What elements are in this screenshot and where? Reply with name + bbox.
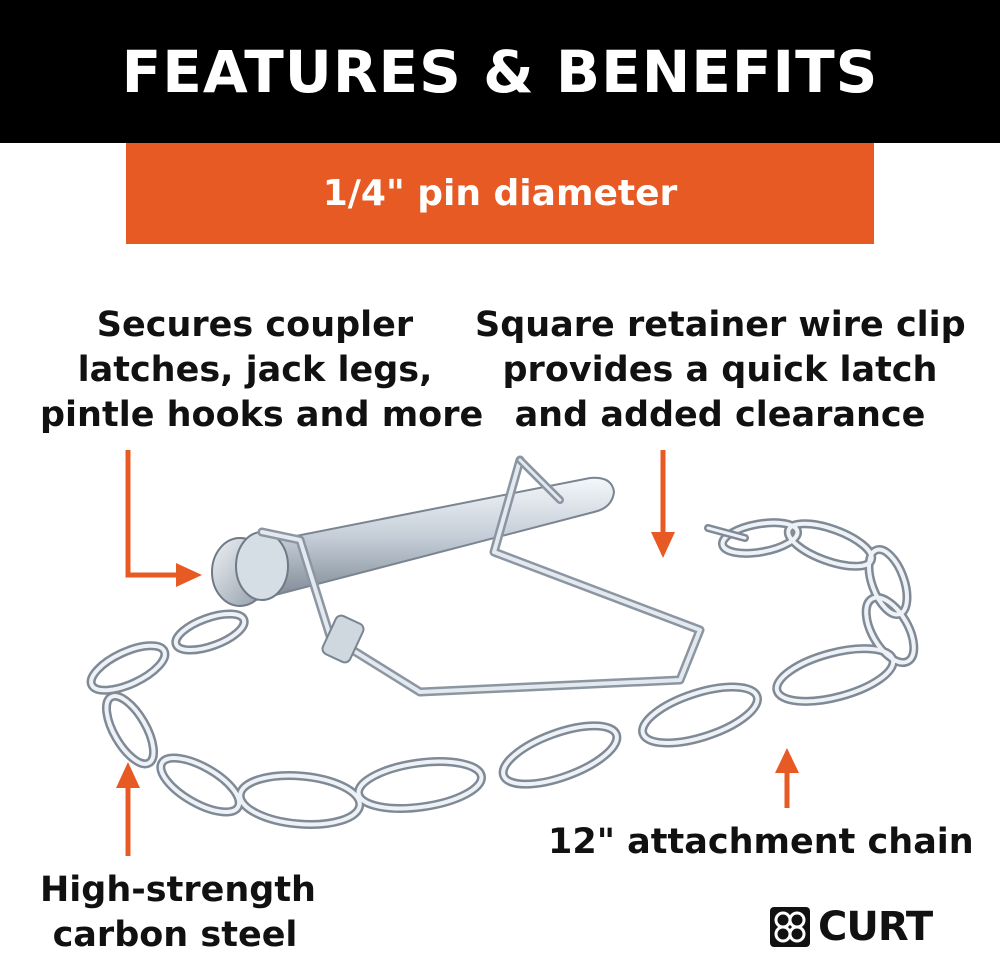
arrow-secures	[125, 450, 180, 578]
pin-shaft	[248, 476, 616, 602]
callout-chain: 12" attachment chain	[548, 820, 974, 865]
attachment-chain	[86, 518, 919, 829]
spec-banner: 1/4" pin diameter	[126, 143, 874, 244]
callout-arrows	[116, 450, 799, 856]
callout-clip-line-3: and added clearance	[514, 395, 926, 435]
callout-secures-line-1: Secures coupler	[96, 305, 414, 345]
callout-secures-line-2: latches, jack legs,	[77, 350, 433, 390]
callout-clip: Square retainer wire clip provides a qui…	[475, 303, 966, 438]
callout-secures-line-3: pintle hooks and more	[40, 395, 484, 435]
callout-steel-line-1: High-strength	[40, 870, 316, 910]
arrowhead-chain	[775, 748, 799, 773]
pin-head	[211, 531, 289, 607]
brand-name: CURT	[818, 904, 933, 950]
arrowhead-steel	[116, 762, 140, 788]
spec-text: 1/4" pin diameter	[322, 173, 678, 214]
header-bar: FEATURES & BENEFITS	[0, 0, 1000, 143]
callout-clip-line-1: Square retainer wire clip	[475, 305, 966, 345]
brand-logo: CURT	[768, 904, 933, 950]
callout-steel-line-2: carbon steel	[52, 915, 298, 955]
arrowhead-secures	[176, 563, 202, 587]
arrowhead-clip	[651, 532, 675, 558]
callout-chain-line-1: 12" attachment chain	[548, 822, 974, 862]
page-title: FEATURES & BENEFITS	[121, 37, 879, 106]
wire-clip	[257, 455, 705, 697]
brand-emblem-icon	[770, 907, 810, 947]
callout-steel: High-strength carbon steel	[40, 868, 316, 958]
callout-secures: Secures coupler latches, jack legs, pint…	[40, 303, 484, 438]
callout-clip-line-2: provides a quick latch	[502, 350, 938, 390]
